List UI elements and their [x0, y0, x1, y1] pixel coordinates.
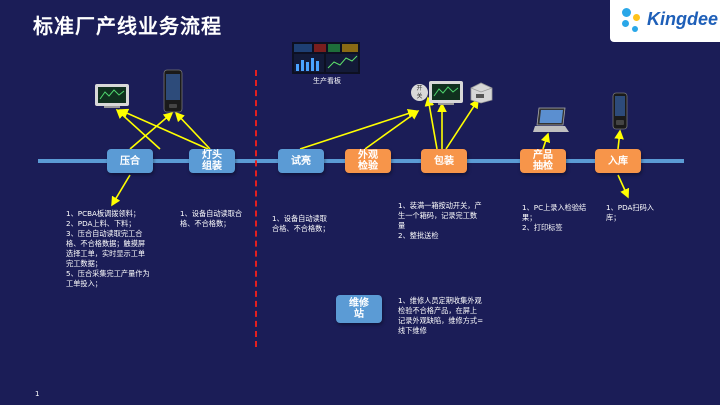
page-number: 1	[35, 390, 40, 398]
kingdee-logo: Kingdee	[610, 0, 720, 42]
label-printer-icon	[470, 82, 493, 104]
desc-light-assembly: 1、设备自动读取合格、不合格数；	[180, 209, 243, 228]
laptop-icon	[533, 107, 569, 132]
node-appearance-inspection: 外观 检验	[345, 149, 391, 173]
arrow	[111, 174, 131, 207]
logo-dot-icon	[633, 14, 640, 21]
node-lamination: 压合	[107, 149, 153, 173]
arrow	[364, 110, 420, 150]
node-test-light: 试亮	[278, 149, 324, 173]
node-sampling-inspection: 产品 抽检	[520, 149, 566, 173]
arrow	[174, 111, 211, 150]
logo-dot-icon	[632, 26, 638, 32]
pda-device-icon	[163, 69, 183, 113]
node-light-assembly: 灯头 组装	[189, 149, 235, 173]
node-warehousing: 入库	[595, 149, 641, 173]
packaging-terminal-icon	[429, 81, 463, 105]
production-dashboard-icon	[292, 42, 360, 74]
node-repair-station: 维修 站	[336, 295, 382, 323]
arrow	[118, 108, 209, 150]
node-packaging: 包装	[421, 149, 467, 173]
page-title: 标准厂产线业务流程	[33, 14, 222, 38]
logo-dot-icon	[622, 8, 631, 17]
dashboard-label: 生产看板	[313, 77, 341, 85]
logo-dot-icon	[622, 20, 629, 27]
arrow	[299, 108, 418, 150]
arrow	[617, 174, 630, 199]
desc-lamination: 1、PCBA板调拨领料； 2、PDA上料、下料； 3、压合自动读取完工合格、不合…	[66, 209, 150, 288]
logo-text: Kingdee	[647, 9, 719, 29]
desc-packaging: 1、装满一箱按动开关，产生一个箱码，记录完工数量 2、整批送检	[398, 201, 482, 240]
switch-button-icon: 开关	[411, 84, 428, 101]
arrow	[540, 132, 551, 150]
arrow	[445, 98, 479, 150]
pda-scanner-icon	[612, 92, 628, 130]
arrow	[129, 111, 174, 150]
desc-repair: 1、维修人员定期收集外观检验不合格产品，在屏上记录外观缺陷，维修方式=线下维修	[398, 296, 484, 335]
desc-warehousing: 1、PDA扫码入库；	[606, 203, 654, 222]
arrow	[614, 129, 624, 150]
touchscreen-terminal-icon	[95, 84, 129, 108]
desc-test-light: 1、设备自动读取合格、不合格数；	[272, 214, 330, 233]
switch-chip-label: 开关	[416, 84, 423, 100]
arrow	[424, 96, 438, 150]
stage-divider	[255, 70, 257, 347]
desc-sampling: 1、PC上录入检验结果； 2、打印标签	[522, 203, 587, 232]
